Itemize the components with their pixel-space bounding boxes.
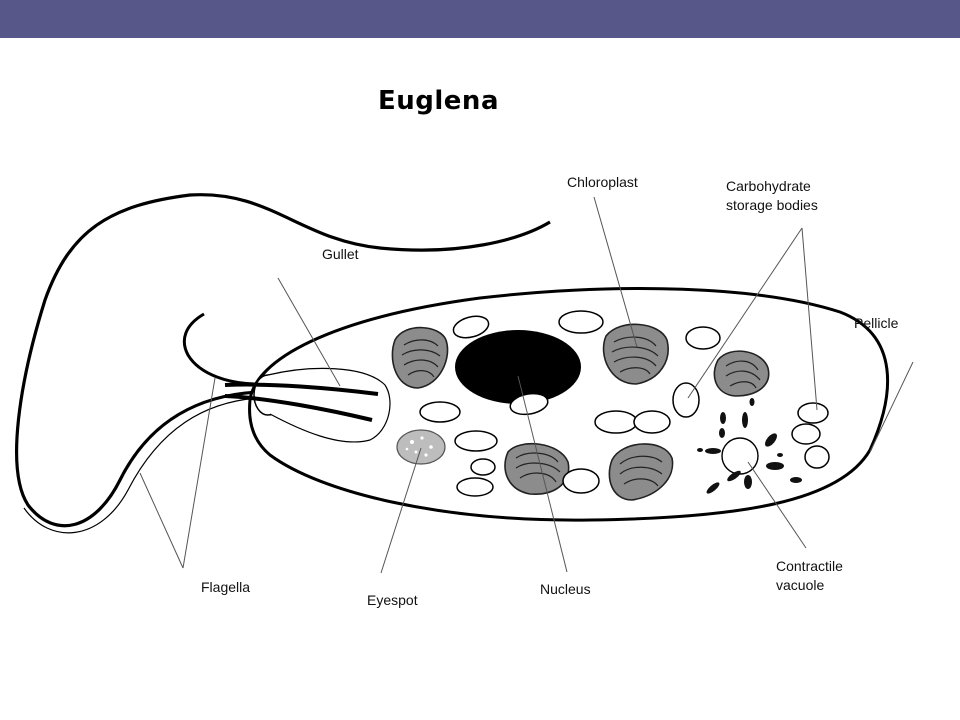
top-banner (0, 0, 960, 38)
chloroplast (608, 443, 674, 501)
leader-carbohydrate-b (801, 227, 818, 411)
label-gullet: Gullet (322, 246, 359, 262)
leader-gullet (277, 277, 341, 387)
long-flagellum (15, 193, 551, 528)
label-carbohydrate-line1: Carbohydrate (726, 178, 811, 194)
leader-pellicle (869, 361, 914, 453)
chloroplast-grana (401, 336, 761, 487)
leader-flagella-a (139, 472, 184, 569)
diagram-title: Euglena (378, 86, 499, 116)
leader-carbohydrate-a (687, 227, 803, 399)
label-nucleus: Nucleus (540, 581, 591, 597)
short-flagellum (182, 312, 259, 386)
label-contractile-line1: Contractile (776, 558, 843, 574)
chloroplast (713, 350, 770, 397)
leader-lines (139, 196, 914, 574)
label-carbohydrate-line2: storage bodies (726, 197, 818, 213)
label-flagella: Flagella (201, 579, 251, 595)
label-eyespot: Eyespot (367, 592, 418, 608)
nucleus (455, 330, 581, 404)
leader-flagella-b (182, 377, 216, 569)
eyespot (396, 429, 446, 465)
leader-chloroplast (593, 196, 638, 348)
label-chloroplast: Chloroplast (567, 174, 638, 190)
vacuole-canals (697, 398, 802, 494)
carbohydrate-bodies (419, 310, 830, 497)
eyespot-dots (405, 436, 433, 457)
flagella-base (224, 382, 379, 422)
label-pellicle: Pellicle (854, 315, 899, 331)
leader-nucleus (517, 375, 568, 573)
leader-contractile (747, 461, 807, 549)
label-contractile-line2: vacuole (776, 577, 825, 593)
leader-eyespot (380, 447, 422, 574)
